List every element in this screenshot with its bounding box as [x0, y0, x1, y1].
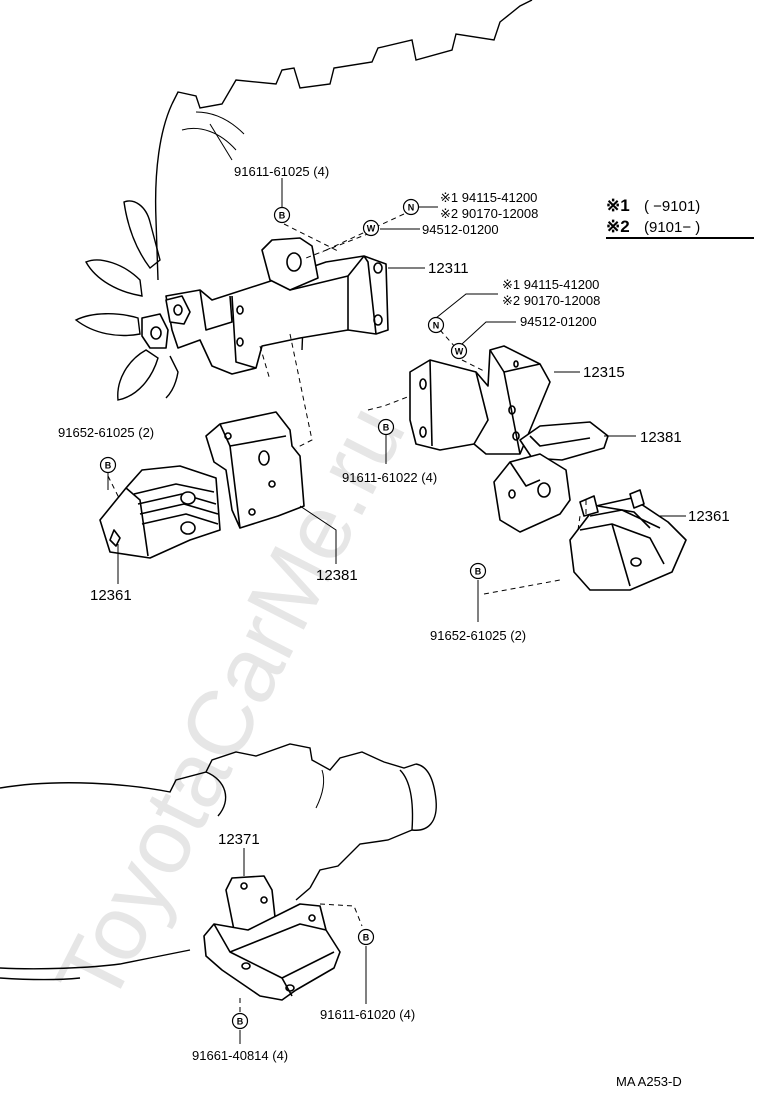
svg-text:B: B [279, 211, 286, 221]
label-12361-right: 12361 [688, 508, 730, 525]
footer-code: MA A253-D [616, 1074, 682, 1089]
svg-text:B: B [237, 1017, 244, 1027]
label-bolt-rear-bottom: 91661-40814 (4) [192, 1048, 288, 1063]
label-12311: 12311 [428, 260, 469, 277]
label-nut2-top: ※2 90170-12008 [440, 206, 538, 221]
label-bolt-left: 91652-61025 (2) [58, 425, 154, 440]
legend-box: ※1 ( −9101) ※2 (9101− ) [606, 196, 754, 239]
label-nut1-top: ※1 94115-41200 [440, 190, 537, 205]
label-bolt-rear-right: 91611-61020 (4) [320, 1007, 415, 1022]
label-bolt-top: 91611-61025 (4) [234, 164, 329, 179]
label-12315: 12315 [583, 364, 625, 381]
label-bolt-right-low: 91652-61025 (2) [430, 628, 526, 643]
label-nut2-mid: ※2 90170-12008 [502, 293, 600, 308]
bracket-12315 [409, 345, 551, 455]
svg-text:B: B [383, 423, 390, 433]
svg-text:B: B [105, 461, 112, 471]
legend-range-1: ( −9101) [644, 198, 700, 215]
transmission-outline [0, 743, 437, 981]
badge-bolt-right-low: B [469, 562, 487, 580]
engine-fan [74, 200, 179, 401]
badge-nut-top: N [402, 198, 420, 216]
insulator-12381-right [493, 421, 609, 533]
svg-text:W: W [455, 347, 464, 357]
badge-bolt-top: B [273, 206, 291, 224]
label-washer-top: 94512-01200 [422, 222, 499, 237]
legend-range-2: (9101− ) [644, 219, 700, 236]
label-12361-left: 12361 [90, 587, 132, 604]
badge-nut-mid: N [427, 316, 445, 334]
insulator-12381-left [205, 411, 305, 529]
bracket-12311 [141, 237, 389, 375]
badge-bolt-left: B [99, 456, 117, 474]
badge-bolt-mid-right: B [377, 418, 395, 436]
badge-bolt-rear-bottom: B [231, 1012, 249, 1030]
badge-washer-top: W [362, 219, 380, 237]
label-12381-left: 12381 [316, 567, 358, 584]
label-12381-right: 12381 [640, 429, 682, 446]
svg-text:B: B [363, 933, 370, 943]
label-washer-mid: 94512-01200 [520, 314, 597, 329]
label-12371: 12371 [218, 831, 260, 848]
label-nut1-mid: ※1 94115-41200 [502, 277, 599, 292]
svg-text:W: W [367, 224, 376, 234]
insulator-12361-right [569, 489, 687, 591]
rear-mount-12371 [203, 875, 341, 1001]
svg-text:N: N [408, 203, 415, 213]
label-bolt-mid-right: 91611-61022 (4) [342, 470, 437, 485]
legend-mark-2: ※2 [606, 217, 630, 236]
badge-bolt-rear-right: B [357, 928, 375, 946]
svg-text:N: N [433, 321, 440, 331]
insulator-12361-left [99, 465, 221, 559]
badge-washer-mid: W [450, 342, 468, 360]
legend-mark-1: ※1 [606, 196, 630, 215]
leader-lines [107, 178, 686, 1044]
svg-text:B: B [475, 567, 482, 577]
